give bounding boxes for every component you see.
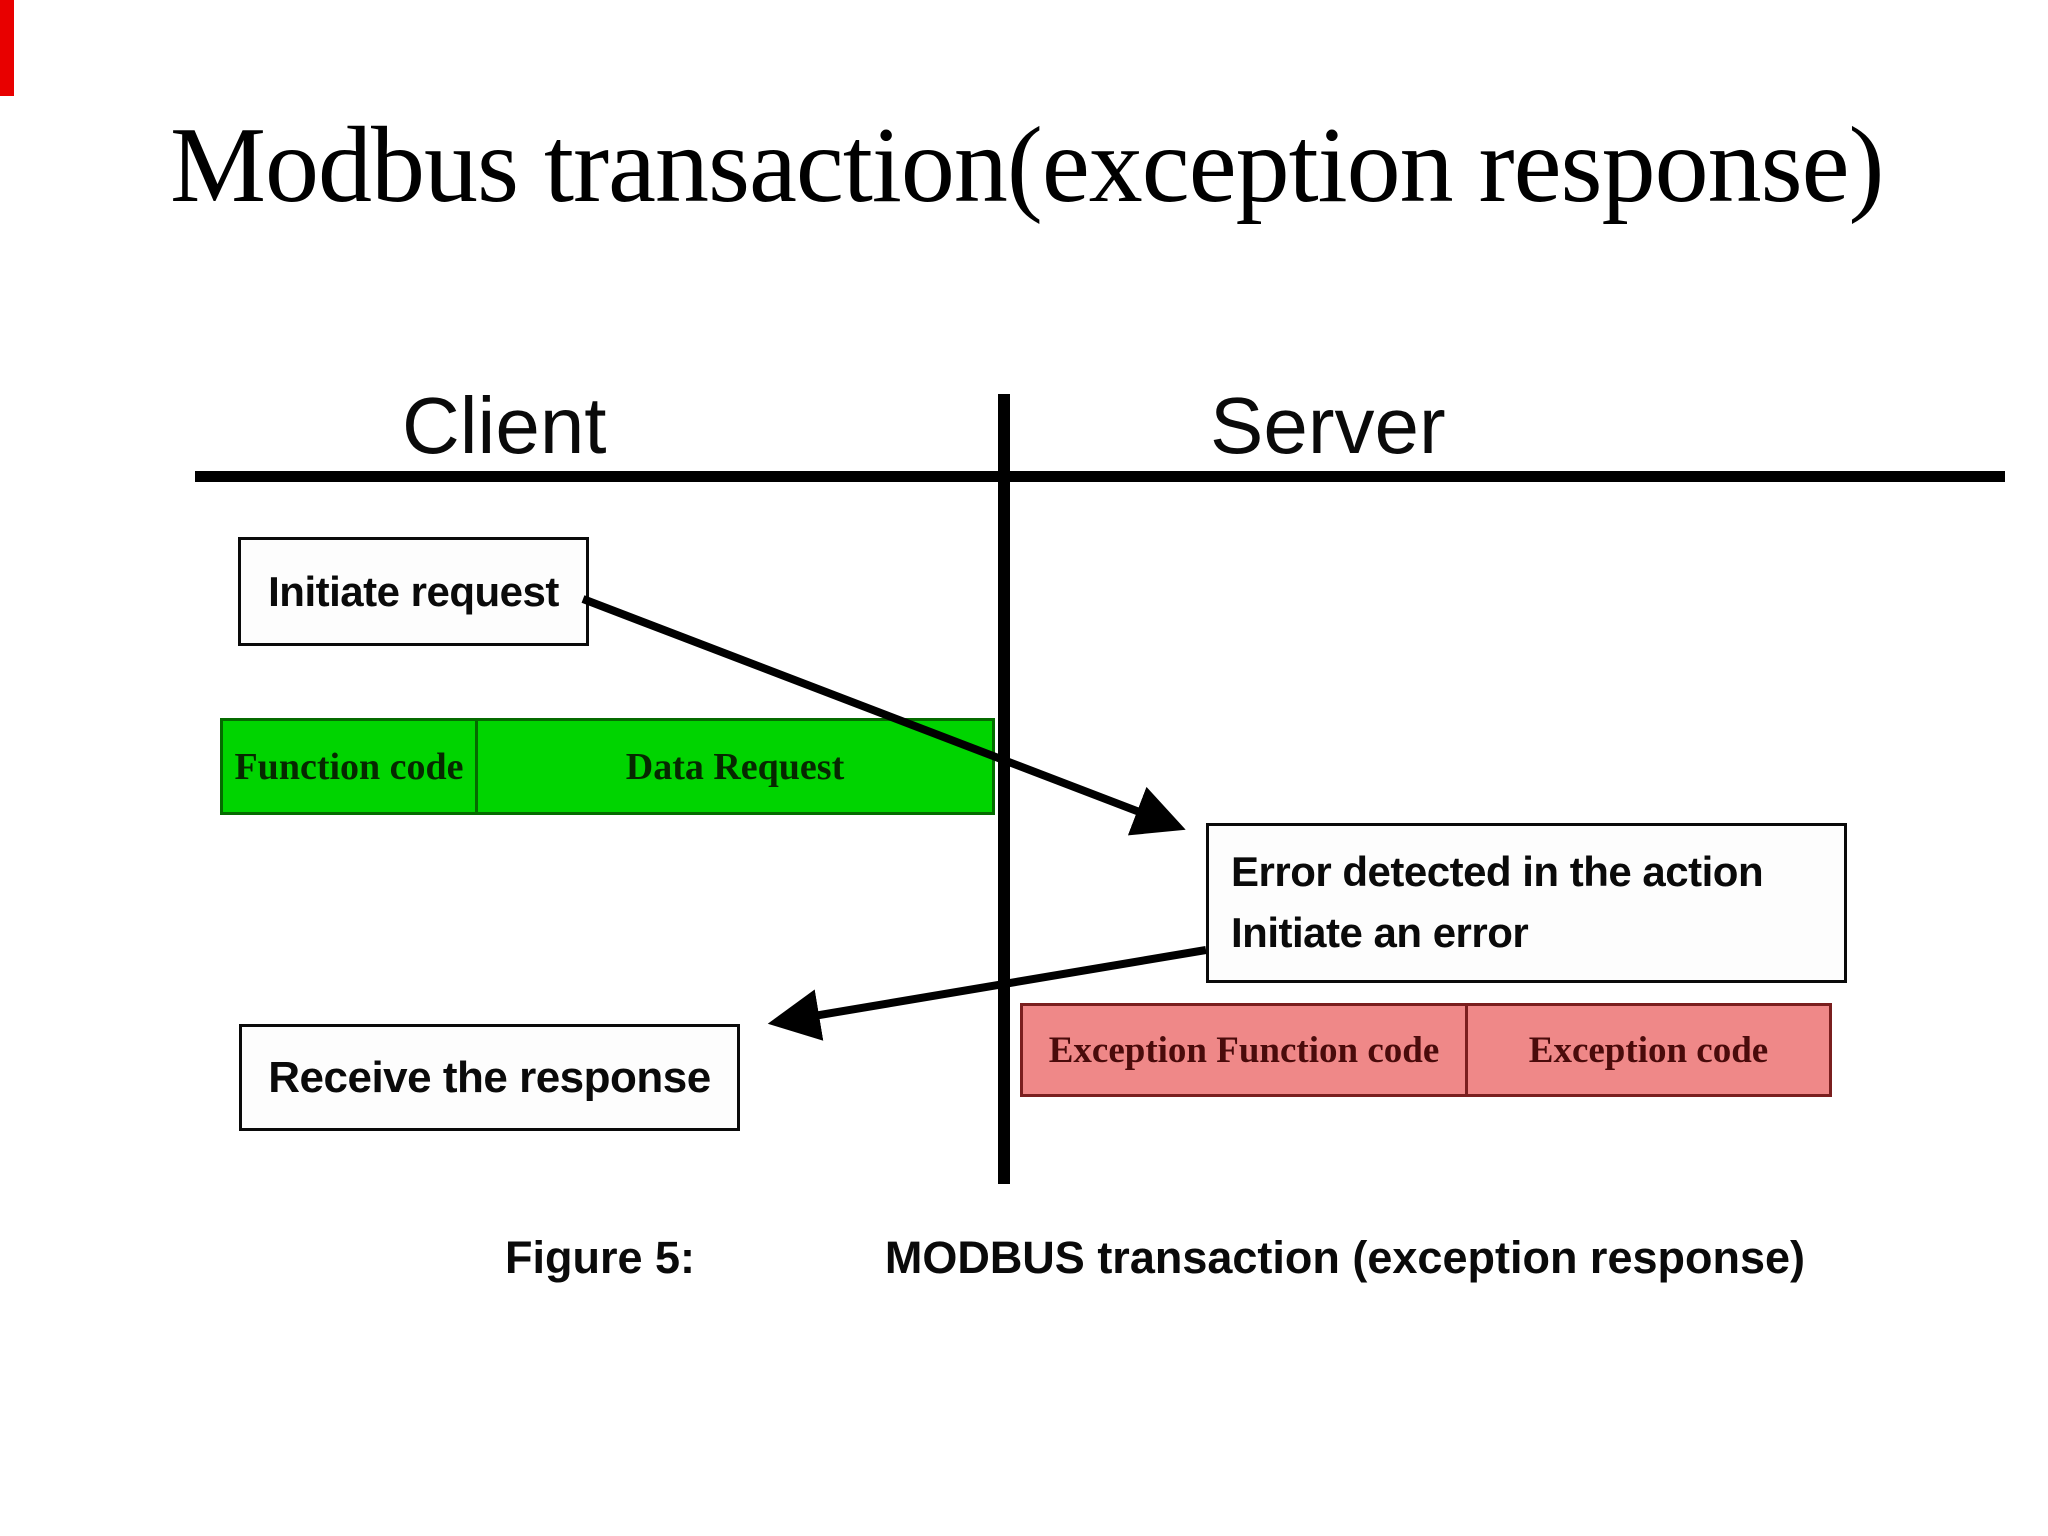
exception-pdu-bar: Exception Function code Exception code <box>1020 1003 1832 1097</box>
error-box-line1: Error detected in the action <box>1231 848 1764 896</box>
exception-function-code-label: Exception Function code <box>1048 1029 1440 1071</box>
receive-response-box: Receive the response <box>239 1024 740 1131</box>
function-code-label: Function code <box>234 745 464 788</box>
exception-function-code-cell: Exception Function code <box>1023 1006 1465 1094</box>
data-request-label: Data Request <box>625 745 845 788</box>
request-pdu-bar: Function code Data Request <box>220 718 995 815</box>
data-request-cell: Data Request <box>478 721 992 812</box>
figure-caption: Figure 5: MODBUS transaction (exception … <box>505 1232 1805 1284</box>
error-detected-box: Error detected in the action Initiate an… <box>1206 823 1847 983</box>
exception-bar-divider <box>1465 1006 1468 1094</box>
request-bar-divider <box>475 721 478 812</box>
exception-code-label: Exception code <box>1528 1029 1769 1071</box>
receive-response-label: Receive the response <box>268 1052 711 1102</box>
initiate-request-label: Initiate request <box>268 567 559 615</box>
page-title: Modbus transaction(exception response) <box>170 106 1885 225</box>
initiate-request-box: Initiate request <box>238 537 589 646</box>
figure-number-label: Figure 5: <box>505 1232 696 1283</box>
error-box-line2: Initiate an error <box>1231 909 1529 956</box>
caption-spacer <box>695 1232 885 1284</box>
horizontal-divider-line <box>195 471 2005 482</box>
server-lane-label: Server <box>1210 381 1446 470</box>
figure-caption-text: MODBUS transaction (exception response) <box>884 1232 1805 1283</box>
vertical-divider-line <box>998 394 1010 1184</box>
function-code-cell: Function code <box>223 721 475 812</box>
red-corner-artifact <box>0 0 14 96</box>
exception-code-cell: Exception code <box>1468 1006 1829 1094</box>
client-lane-label: Client <box>402 381 607 470</box>
